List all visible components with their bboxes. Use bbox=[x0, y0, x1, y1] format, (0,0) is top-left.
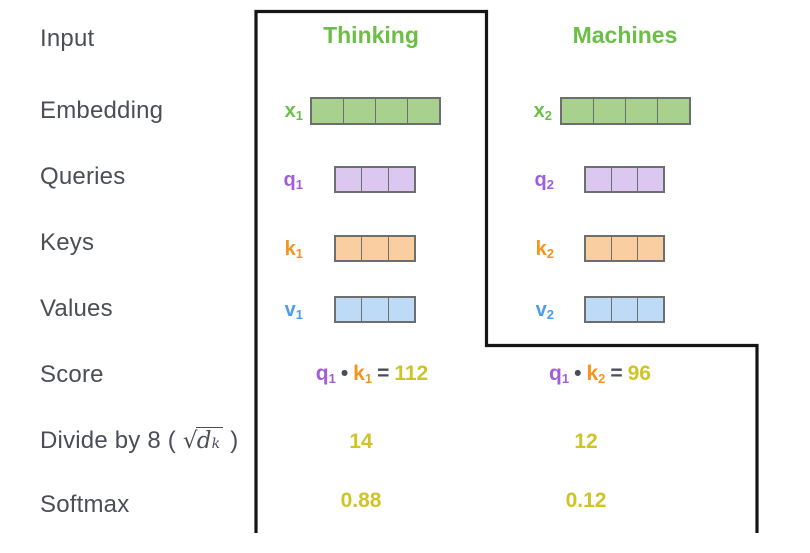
score2-q-term: q1 bbox=[549, 362, 570, 386]
vector-cell bbox=[586, 298, 612, 321]
column-header-thinking: Thinking bbox=[323, 22, 419, 48]
key-vector-k1 bbox=[334, 235, 416, 262]
query-vector-q1 bbox=[334, 166, 416, 193]
vector-cell bbox=[362, 237, 389, 260]
key-label-k2: k2 bbox=[535, 238, 554, 261]
value-label-v2: v2 bbox=[535, 299, 554, 322]
vector-cell bbox=[638, 237, 663, 260]
equals-sign: = bbox=[377, 362, 390, 385]
query-vector-q2 bbox=[584, 166, 665, 193]
value-vector-v2 bbox=[584, 296, 665, 323]
vector-cell bbox=[344, 99, 376, 123]
vector-cell bbox=[389, 298, 414, 321]
vector-cell bbox=[376, 99, 408, 123]
vector-cell bbox=[586, 168, 612, 191]
embedding-vector-x2 bbox=[560, 97, 691, 125]
row-label-score: Score bbox=[40, 361, 104, 388]
vector-cell bbox=[612, 168, 638, 191]
vector-cell bbox=[638, 298, 663, 321]
vector-cell bbox=[626, 99, 658, 123]
score1-q-term: q1 bbox=[315, 362, 336, 386]
vector-cell bbox=[562, 99, 594, 123]
query-label-q2: q2 bbox=[534, 169, 554, 192]
radicand-dk: dk bbox=[195, 427, 224, 454]
radical-sign: √ bbox=[182, 428, 198, 454]
row-label-input: Input bbox=[40, 25, 95, 52]
row-label-divide-by-8: Divide by 8 ( √dk ) bbox=[40, 427, 238, 455]
vector-cell bbox=[362, 168, 389, 191]
vector-cell bbox=[638, 168, 663, 191]
softmax-result-1: 0.88 bbox=[340, 489, 382, 512]
score2-k-term: k2 bbox=[586, 362, 606, 386]
divide-result-2: 12 bbox=[574, 430, 598, 453]
score1-k-term: k1 bbox=[353, 362, 373, 386]
embedding-label-x2: x2 bbox=[533, 100, 552, 123]
row-label-values: Values bbox=[40, 295, 113, 322]
equals-sign: = bbox=[610, 362, 623, 385]
row-label-keys: Keys bbox=[40, 229, 95, 256]
embedding-label-x1: x1 bbox=[284, 100, 303, 123]
radicand-subscript: k bbox=[211, 436, 221, 452]
divide-label-close-paren: ) bbox=[223, 427, 239, 454]
divide-result-1: 14 bbox=[349, 430, 373, 453]
score1-result: 112 bbox=[394, 362, 429, 385]
embedding-vector-x1 bbox=[310, 97, 441, 125]
vector-cell bbox=[408, 99, 439, 123]
row-label-softmax: Softmax bbox=[40, 491, 130, 518]
row-label-queries: Queries bbox=[40, 163, 126, 190]
vector-cell bbox=[336, 237, 363, 260]
score2-result: 96 bbox=[627, 362, 651, 385]
vector-cell bbox=[312, 99, 344, 123]
vector-cell bbox=[612, 237, 638, 260]
key-vector-k2 bbox=[584, 235, 665, 262]
vector-cell bbox=[336, 168, 363, 191]
dot-operator: • bbox=[340, 362, 349, 385]
score-expression-2: q1•k2=96 bbox=[500, 362, 700, 386]
key-label-k1: k1 bbox=[284, 238, 303, 261]
vector-cell bbox=[658, 99, 689, 123]
vector-cell bbox=[336, 298, 363, 321]
vector-cell bbox=[389, 168, 414, 191]
dot-operator: • bbox=[574, 362, 582, 385]
vector-cell bbox=[389, 237, 414, 260]
vector-cell bbox=[594, 99, 626, 123]
row-label-embedding: Embedding bbox=[40, 97, 164, 124]
vector-cell bbox=[612, 298, 638, 321]
vector-cell bbox=[362, 298, 389, 321]
sqrt-dk-formula: √dk bbox=[182, 427, 224, 454]
query-label-q1: q1 bbox=[283, 169, 303, 192]
column-header-machines: Machines bbox=[572, 22, 678, 48]
value-label-v1: v1 bbox=[284, 299, 303, 322]
vector-cell bbox=[586, 237, 612, 260]
divide-label-text: Divide by 8 ( bbox=[40, 427, 183, 454]
score-expression-1: q1•k1=112 bbox=[272, 362, 472, 386]
softmax-result-2: 0.12 bbox=[565, 489, 607, 512]
value-vector-v1 bbox=[334, 296, 416, 323]
